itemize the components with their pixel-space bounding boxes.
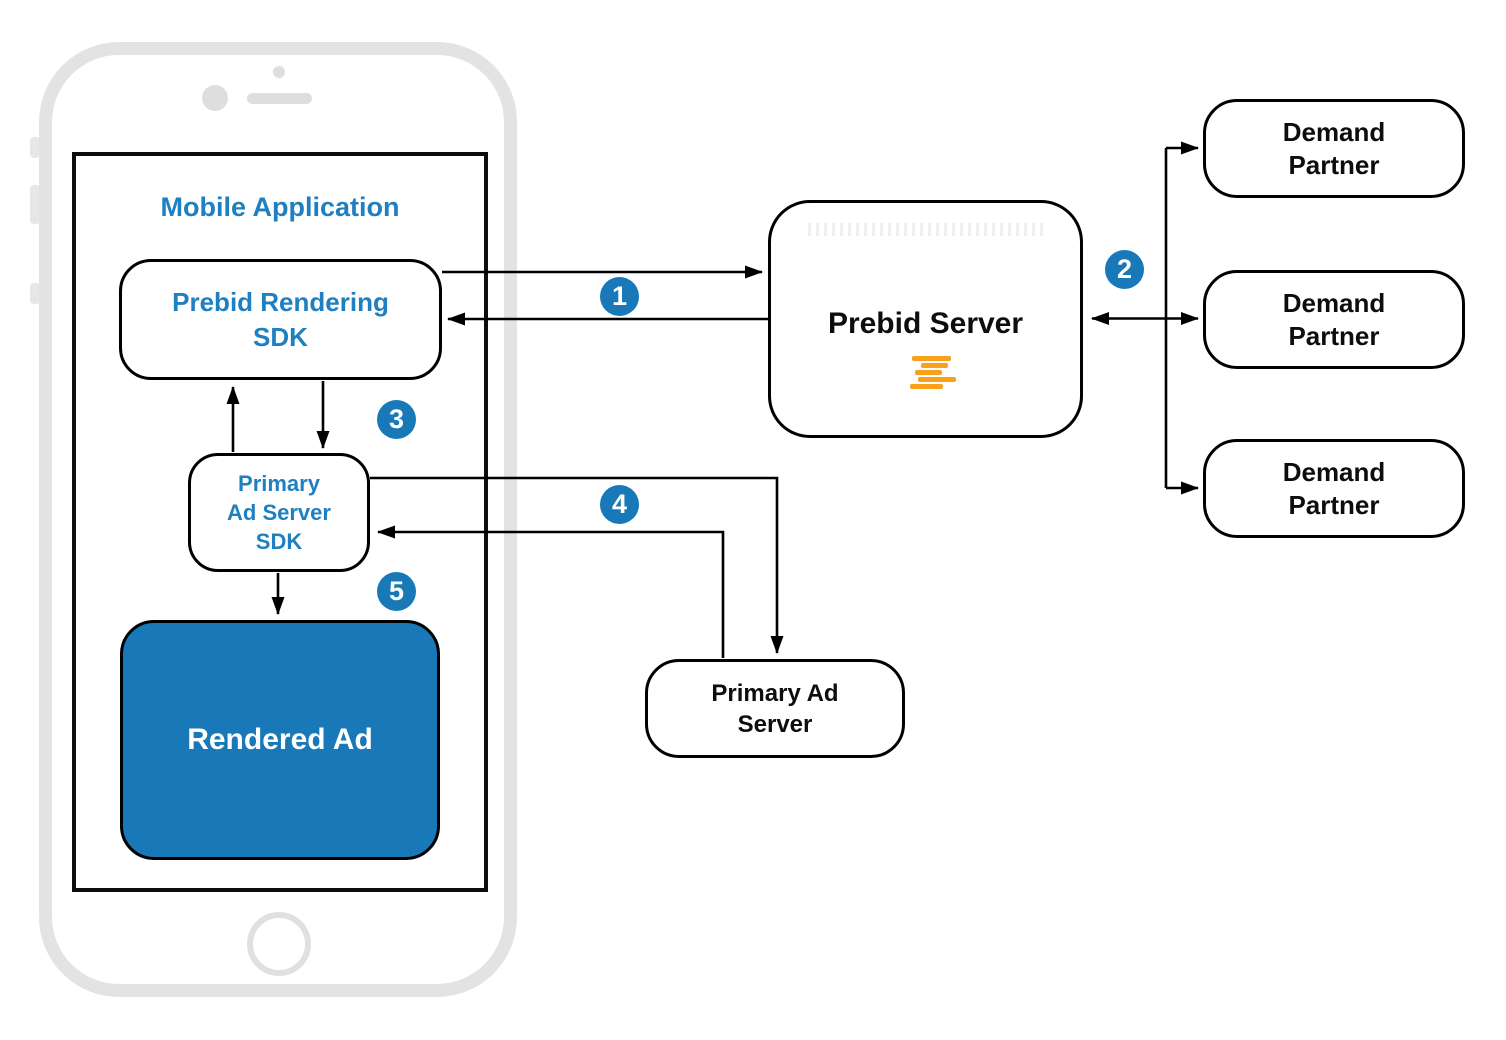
step-badge: 2	[1105, 250, 1144, 289]
demand-partner-label: Demand Partner	[1282, 456, 1386, 520]
mobile-application-title: Mobile Application	[160, 192, 400, 222]
home-button	[247, 912, 311, 976]
rendered-ad-box: Rendered Ad	[120, 620, 440, 860]
demand-partner-label: Demand Partner	[1282, 116, 1386, 180]
primary-ad-server-label: Primary Ad Server	[711, 679, 839, 738]
demand-partner-box: Demand Partner	[1203, 99, 1465, 198]
step-badge: 4	[600, 485, 639, 524]
speaker-icon	[247, 93, 312, 104]
demand-partner-box: Demand Partner	[1203, 439, 1465, 538]
phone-side-button	[30, 185, 40, 224]
prebid-server-label: Prebid Server	[827, 307, 1024, 340]
step-badge: 3	[377, 400, 416, 439]
phone-side-button	[30, 137, 40, 158]
demand-partner-label: Demand Partner	[1282, 287, 1386, 351]
primary-ad-server-sdk-box: Primary Ad Server SDK	[188, 453, 370, 572]
rendered-ad-label: Rendered Ad	[187, 723, 373, 756]
demand-partner-box: Demand Partner	[1203, 270, 1465, 369]
primary-ad-server-box: Primary Ad Server	[645, 659, 905, 758]
prebid-server-box: Prebid Server	[768, 200, 1083, 438]
camera-icon	[202, 85, 228, 111]
prebid-rendering-sdk-label: Prebid Rendering SDK	[172, 286, 389, 352]
primary-ad-server-sdk-label: Primary Ad Server SDK	[227, 471, 331, 554]
step-badge: 1	[600, 277, 639, 316]
watermark-pattern	[808, 223, 1048, 236]
prebid-rendering-sdk-box: Prebid Rendering SDK	[119, 259, 442, 380]
phone-top-dot	[273, 66, 285, 78]
prebid-logo-icon	[910, 356, 958, 390]
step-badge: 5	[377, 572, 416, 611]
phone-side-button	[30, 283, 40, 304]
